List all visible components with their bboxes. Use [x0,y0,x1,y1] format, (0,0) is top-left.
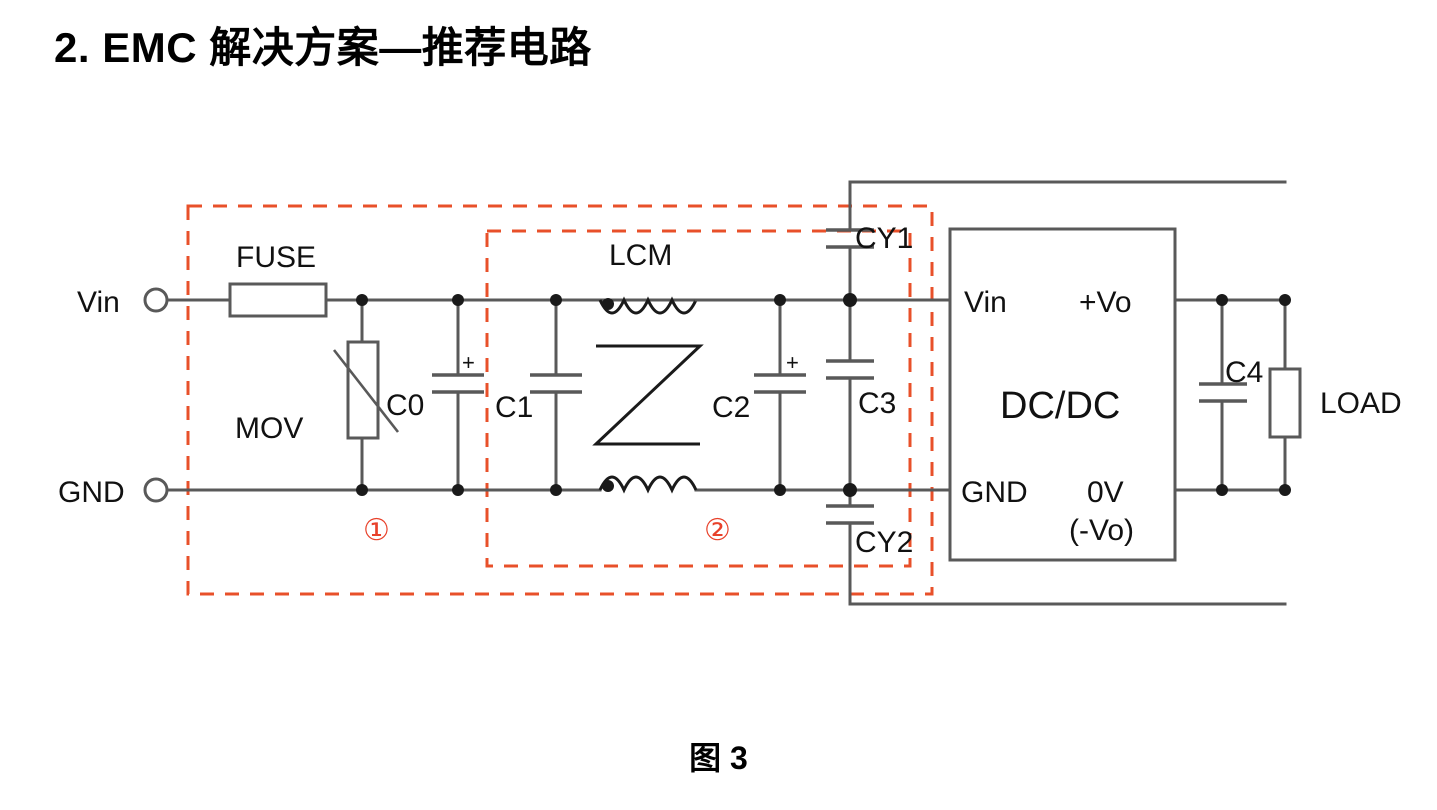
lcm-bottom-polarity-dot [602,480,614,492]
dcdc-pin-vo-label: +Vo [1079,286,1132,319]
node-c0-top [452,294,464,306]
node-c1-top [550,294,562,306]
dcdc-pin-0v-label: 0V [1087,476,1124,509]
mov-body [346,340,380,440]
dashed-box-stage-two [485,229,912,568]
load-body [1268,367,1302,439]
cy1-label: CY1 [855,222,913,255]
node-c2-bottom [774,484,786,496]
stage-two-marker: ② [704,514,731,547]
mov-varistor-slash [332,349,400,433]
dashed-box-stage-one [186,204,934,596]
lcm-label: LCM [609,239,672,272]
page-title: 2. EMC 解决方案—推荐电路 [54,24,592,71]
c3-label: C3 [858,387,896,420]
circuit-schematic: FUSE MOV + C0 C1 LCM [58,180,1402,606]
node-c3-cy2-gnd [843,483,857,497]
node-c4-bottom [1216,484,1228,496]
terminal-vin-circle [143,287,169,313]
node-mov-top [356,294,368,306]
stage-one-marker: ① [363,514,390,547]
c1-label: C1 [495,391,533,424]
terminal-gnd-circle [143,477,169,503]
node-c0-bottom [452,484,464,496]
lcm-top-polarity-dot [602,298,614,310]
c0-label: C0 [386,389,424,422]
lcm-top-winding [598,296,698,315]
fuse-body [228,282,328,318]
load-label: LOAD [1320,387,1402,420]
fuse-label: FUSE [236,241,316,274]
lcm-bottom-winding [598,475,698,494]
node-cy1-c3-vin [843,293,857,307]
lcm-core-z-symbol [592,344,704,446]
node-c1-bottom [550,484,562,496]
node-c2-top [774,294,786,306]
dcdc-body-label: DC/DC [1000,385,1120,427]
terminal-vin-label: Vin [77,286,120,319]
c2-label: C2 [712,391,750,424]
node-load-top [1279,294,1291,306]
dcdc-pin-gnd-label: GND [961,476,1028,509]
dcdc-pin-vin-label: Vin [964,286,1007,319]
terminal-gnd-label: GND [58,476,125,509]
c2-polarity-plus: + [786,350,799,375]
cy2-label: CY2 [855,526,913,559]
c4-label: C4 [1225,356,1263,389]
dcdc-pin-negvo-label: (-Vo) [1069,514,1134,547]
mov-label: MOV [235,412,303,445]
dcdc-body [948,227,1177,562]
node-c4-top [1216,294,1228,306]
node-load-bottom [1279,484,1291,496]
c0-polarity-plus: + [462,350,475,375]
node-mov-bottom [356,484,368,496]
figure-caption: 图 3 [689,740,748,776]
